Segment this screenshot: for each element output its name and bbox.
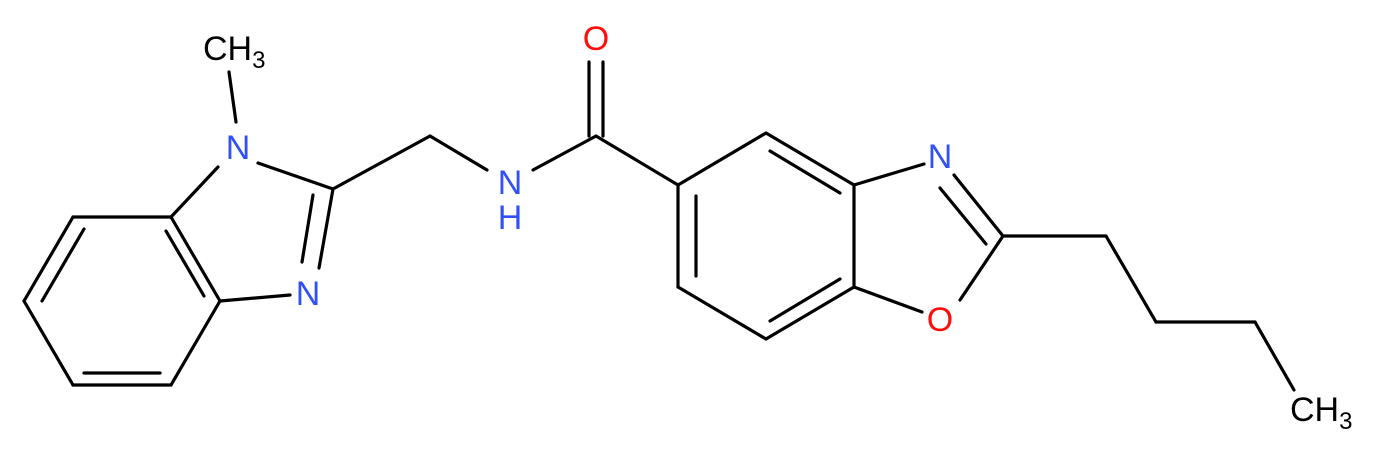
bond	[40, 227, 86, 303]
bond	[1253, 320, 1296, 392]
atom-label-oxygen: O	[927, 301, 953, 339]
bond	[676, 131, 768, 187]
bond	[958, 234, 1005, 302]
bond	[317, 187, 335, 270]
atom-label-methyl: CH3	[1290, 391, 1352, 435]
atom-label-hydrogen: H	[498, 199, 523, 237]
bond	[22, 299, 75, 387]
atom-labels: O N H N O N N CH3 CH3	[203, 20, 1352, 435]
atom-label-methyl: CH3	[203, 30, 265, 74]
methyl-symbol: CH	[203, 30, 252, 68]
bond	[1104, 234, 1158, 324]
bond	[164, 229, 206, 298]
methyl-symbol: CH	[1290, 391, 1339, 429]
atom-label-oxygen: O	[583, 20, 609, 58]
bond	[169, 215, 222, 303]
bond	[227, 70, 238, 124]
bond	[852, 162, 926, 187]
bond	[331, 134, 432, 191]
bond	[594, 134, 680, 187]
bond	[256, 161, 335, 191]
bond	[218, 293, 292, 303]
bond	[428, 134, 489, 172]
bond	[169, 299, 222, 387]
bond	[169, 165, 220, 219]
bond	[768, 149, 842, 195]
bond	[852, 285, 924, 314]
bond	[531, 134, 598, 172]
bonds	[22, 60, 1296, 392]
bond	[764, 131, 856, 187]
atom-label-nitrogen: N	[498, 164, 523, 202]
bond	[676, 285, 768, 341]
methyl-subscript: 3	[1339, 408, 1352, 435]
bond	[22, 215, 75, 303]
bond	[768, 277, 842, 323]
bond	[764, 285, 856, 341]
bond	[952, 173, 1005, 238]
bond	[300, 193, 315, 264]
atom-label-nitrogen: N	[296, 275, 321, 313]
atom-label-nitrogen: N	[226, 129, 251, 167]
atom-label-nitrogen: N	[928, 138, 953, 176]
bond	[938, 186, 988, 246]
methyl-subscript: 3	[252, 47, 265, 74]
